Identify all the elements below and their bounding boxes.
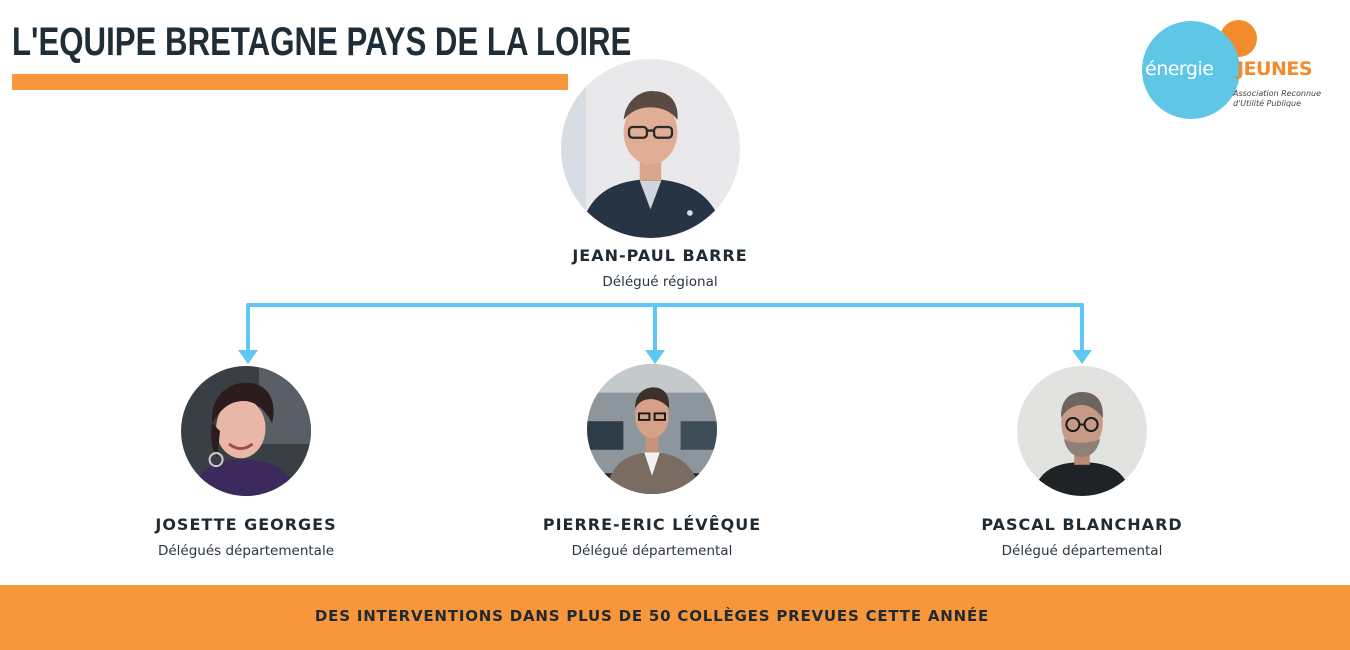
footer-text: DES INTERVENTIONS DANS PLUS DE 50 COLLÈG…	[314, 607, 990, 625]
portrait-photo-icon	[587, 364, 717, 494]
arrowhead-center	[645, 350, 665, 364]
child-role-3: Délégué départemental	[1001, 543, 1163, 559]
root-role: Délégué régional	[602, 274, 718, 290]
child-role-2: Délégué départemental	[571, 543, 733, 559]
root-name: JEAN-PAUL BARRE	[572, 246, 748, 265]
logo-subtitle-line1: Association Reconnue	[1233, 89, 1321, 98]
child-name-1: JOSETTE GEORGES	[155, 515, 337, 534]
child-role-1: Délégués départementale	[157, 543, 334, 559]
arrowhead-right	[1072, 350, 1092, 364]
logo-word-energie: énergie	[1145, 58, 1214, 80]
logo-blue-circle	[1142, 21, 1240, 119]
arrowhead-left	[238, 350, 258, 364]
page-title: L'EQUIPE BRETAGNE PAYS DE LA LOIRE	[12, 20, 632, 64]
child-name-3: PASCAL BLANCHARD	[981, 515, 1183, 534]
portrait-photo-icon	[1017, 366, 1147, 496]
footer-banner: DES INTERVENTIONS DANS PLUS DE 50 COLLÈG…	[0, 585, 1350, 650]
logo-word-jeunes: JEUNES	[1237, 58, 1313, 80]
avatar-jean-paul-barre	[561, 59, 740, 238]
avatar-pascal-blanchard	[1017, 366, 1147, 496]
portrait-photo-icon	[181, 366, 311, 496]
logo-subtitle-line2: d'Utilité Publique	[1233, 99, 1302, 108]
avatar-pierre-eric-leveque	[587, 364, 717, 494]
avatar-josette-georges	[181, 366, 311, 496]
title-underline	[12, 74, 568, 90]
energie-jeunes-logo: énergie JEUNES Association Reconnue d'Ut…	[1140, 18, 1345, 128]
logo-subtitle: Association Reconnue d'Utilité Publique	[1233, 89, 1343, 109]
portrait-photo-icon	[561, 59, 740, 238]
child-name-2: PIERRE-ERIC LÉVÊQUE	[542, 515, 762, 534]
